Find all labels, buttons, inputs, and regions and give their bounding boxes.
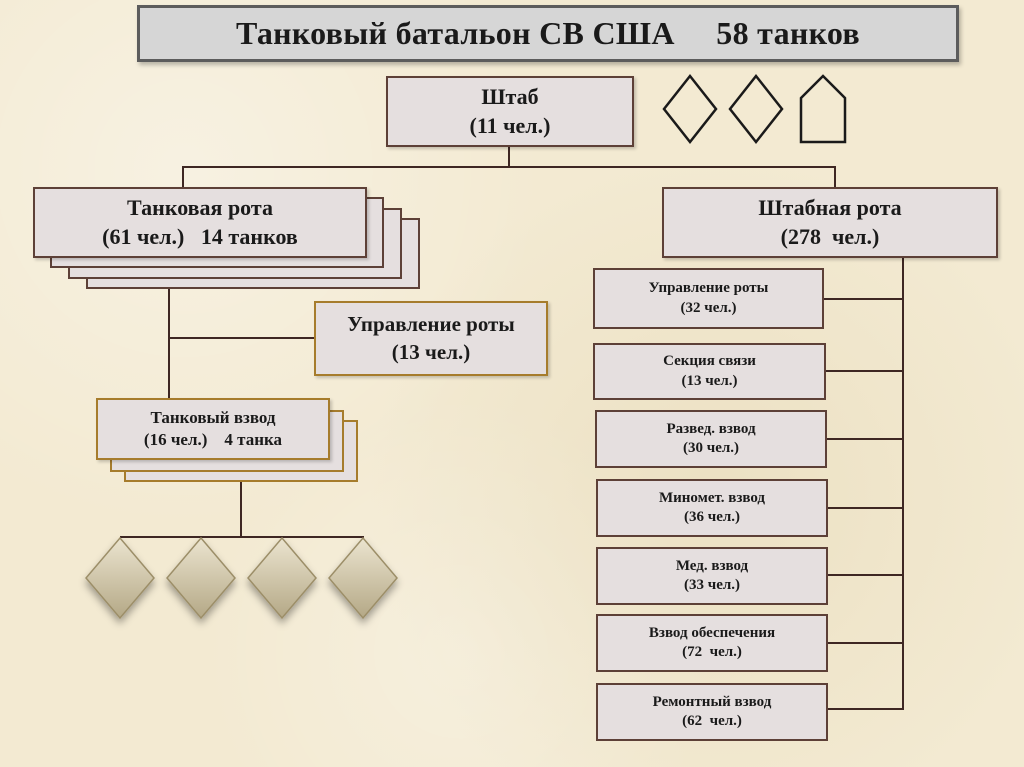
tank-platoon-label: Танковый взвод bbox=[150, 407, 276, 427]
connector-unit-1 bbox=[822, 298, 904, 300]
unit-count-6: (72 чел.) bbox=[682, 644, 742, 660]
hq-symbols bbox=[662, 73, 847, 145]
unit-label-7: Ремонтный взвод bbox=[652, 693, 772, 710]
tank-diamond-icon-4 bbox=[328, 536, 398, 620]
unit-box-6: Взвод обеспечения (72 чел.) bbox=[596, 614, 828, 672]
page-title: Танковый батальон СВ США 58 танков bbox=[137, 5, 959, 62]
connector-top-horizontal bbox=[182, 166, 836, 168]
connector-hq-down bbox=[508, 146, 510, 167]
unit-box-4: Миномет. взвод (36 чел.) bbox=[596, 479, 828, 537]
unit-label-2: Секция связи bbox=[663, 353, 756, 369]
unit-count-7: (62 чел.) bbox=[682, 713, 742, 729]
unit-count-2: (13 чел.) bbox=[681, 372, 738, 389]
connector-to-hq-company bbox=[834, 166, 836, 188]
unit-label-5: Мед. взвод bbox=[675, 557, 749, 574]
tank-platoon-count: (16 чел.) 4 танка bbox=[143, 430, 283, 449]
unit-count-1: (32 чел.) bbox=[680, 299, 737, 316]
tank-company-box: Танковая рота (61 чел.) 14 танков bbox=[33, 187, 367, 258]
company-hq-count: (13 чел.) bbox=[391, 339, 471, 364]
tank-company-count: (61 чел.) 14 танков bbox=[102, 223, 298, 249]
hq-company-box: Штабная рота (278 чел.) bbox=[662, 187, 998, 258]
unit-box-2: Секция связи (13 чел.) bbox=[593, 343, 826, 400]
diamond-symbol-1 bbox=[662, 73, 718, 145]
connector-unit-4 bbox=[826, 507, 904, 509]
unit-label-1: Управление роты bbox=[648, 280, 769, 296]
unit-box-1: Управление роты (32 чел.) bbox=[593, 268, 824, 329]
connector-hq-company-spine bbox=[902, 258, 904, 710]
tank-platoon-box: Танковый взвод (16 чел.) 4 танка bbox=[96, 398, 330, 460]
tank-company-label: Танковая рота bbox=[127, 194, 273, 220]
unit-label-4: Миномет. взвод bbox=[658, 489, 766, 506]
connector-tank-company-down bbox=[168, 288, 170, 400]
tank-symbols bbox=[85, 536, 398, 620]
company-hq-label: Управление роты bbox=[347, 312, 515, 337]
tank-diamond-icon-2 bbox=[166, 536, 236, 620]
tank-diamond-icon-1 bbox=[85, 536, 155, 620]
hq-count: (11 чел.) bbox=[469, 112, 551, 138]
hq-company-label: Штабная рота bbox=[758, 194, 902, 220]
connector-unit-3 bbox=[826, 438, 904, 440]
house-symbol bbox=[799, 74, 847, 144]
unit-box-5: Мед. взвод (33 чел.) bbox=[596, 547, 828, 605]
hq-box: Штаб (11 чел.) bbox=[386, 76, 634, 147]
diamond-symbol-2 bbox=[728, 73, 784, 145]
connector-unit-2 bbox=[824, 370, 904, 372]
hq-label: Штаб bbox=[481, 83, 539, 109]
connector-unit-6 bbox=[826, 642, 904, 644]
unit-label-3: Развед. взвод bbox=[666, 420, 756, 437]
unit-label-6: Взвод обеспечения bbox=[648, 624, 776, 641]
title-main: Танковый батальон СВ США bbox=[235, 15, 675, 51]
hq-company-count: (278 чел.) bbox=[780, 223, 880, 249]
connector-tanks-horizontal bbox=[120, 536, 364, 538]
company-hq-box: Управление роты (13 чел.) bbox=[314, 301, 548, 376]
unit-count-4: (36 чел.) bbox=[683, 509, 741, 525]
unit-box-7: Ремонтный взвод (62 чел.) bbox=[596, 683, 828, 741]
unit-count-5: (33 чел.) bbox=[683, 577, 741, 593]
tank-diamond-icon-3 bbox=[247, 536, 317, 620]
connector-to-company-hq bbox=[168, 337, 316, 339]
unit-box-3: Развед. взвод (30 чел.) bbox=[595, 410, 827, 468]
connector-to-tank-company bbox=[182, 166, 184, 190]
connector-platoon-down bbox=[240, 482, 242, 538]
unit-count-3: (30 чел.) bbox=[682, 440, 740, 456]
connector-unit-7 bbox=[826, 708, 904, 710]
title-count: 58 танков bbox=[716, 15, 861, 51]
connector-unit-5 bbox=[826, 574, 904, 576]
